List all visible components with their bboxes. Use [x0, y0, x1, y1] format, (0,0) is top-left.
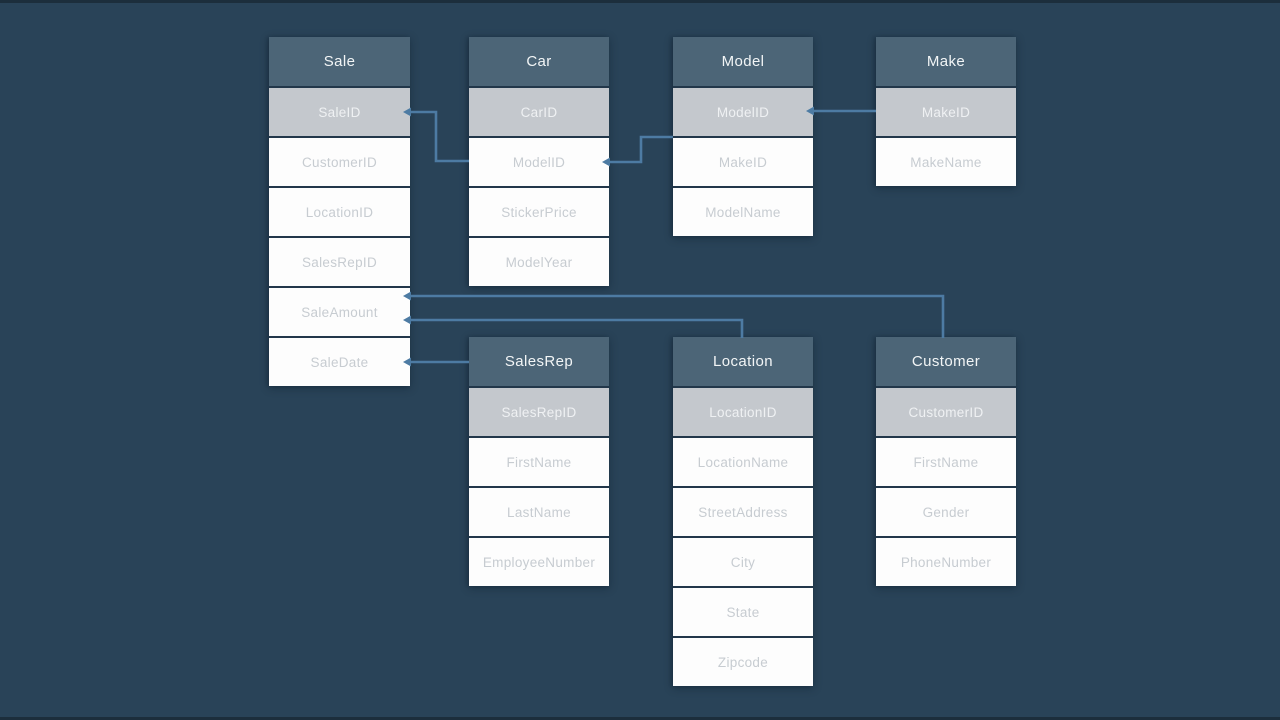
field-modelid: ModelID [469, 136, 609, 186]
field-employeenumber: EmployeeNumber [469, 536, 609, 586]
field-phonenumber: PhoneNumber [876, 536, 1016, 586]
connector-sale-customer [403, 291, 945, 338]
table-customer-title: Customer [876, 337, 1016, 386]
connector-sale-salesrep [403, 357, 469, 367]
connector-car-model [602, 135, 673, 167]
field-modelyear: ModelYear [469, 236, 609, 286]
field-makeid-pk: MakeID [876, 86, 1016, 136]
table-make: Make MakeID MakeName [876, 37, 1016, 186]
field-carid: CarID [469, 86, 609, 136]
field-customer-firstname: FirstName [876, 436, 1016, 486]
table-location: Location LocationID LocationName StreetA… [673, 337, 813, 686]
field-locationid-pk: LocationID [673, 386, 813, 436]
connector-model-make [806, 106, 876, 116]
field-salesrepid-pk: SalesRepID [469, 386, 609, 436]
field-zipcode: Zipcode [673, 636, 813, 686]
table-location-title: Location [673, 337, 813, 386]
table-car: Car CarID ModelID StickerPrice ModelYear [469, 37, 609, 286]
table-customer: Customer CustomerID FirstName Gender Pho… [876, 337, 1016, 586]
letterbox-top [0, 0, 1280, 3]
field-city: City [673, 536, 813, 586]
table-model-title: Model [673, 37, 813, 86]
connector-sale-car [403, 107, 469, 163]
field-makeid-fk: MakeID [673, 136, 813, 186]
field-locationid: LocationID [269, 186, 410, 236]
table-car-title: Car [469, 37, 609, 86]
field-saleid: SaleID [269, 86, 410, 136]
field-makename: MakeName [876, 136, 1016, 186]
field-saledate: SaleDate [269, 336, 410, 386]
table-sale-title: Sale [269, 37, 410, 86]
field-state: State [673, 586, 813, 636]
table-sale: Sale SaleID CustomerID LocationID SalesR… [269, 37, 410, 386]
letterbox-bottom [0, 717, 1280, 720]
field-gender: Gender [876, 486, 1016, 536]
field-firstname: FirstName [469, 436, 609, 486]
field-modelid-pk: ModelID [673, 86, 813, 136]
field-lastname: LastName [469, 486, 609, 536]
connector-sale-location [403, 315, 744, 338]
table-make-title: Make [876, 37, 1016, 86]
field-saleamount: SaleAmount [269, 286, 410, 336]
field-streetaddress: StreetAddress [673, 486, 813, 536]
field-customerid: CustomerID [269, 136, 410, 186]
field-salesrepid: SalesRepID [269, 236, 410, 286]
table-model: Model ModelID MakeID ModelName [673, 37, 813, 236]
table-salesrep: SalesRep SalesRepID FirstName LastName E… [469, 337, 609, 586]
field-locationname: LocationName [673, 436, 813, 486]
field-modelname: ModelName [673, 186, 813, 236]
field-customerid-pk: CustomerID [876, 386, 1016, 436]
table-salesrep-title: SalesRep [469, 337, 609, 386]
field-stickerprice: StickerPrice [469, 186, 609, 236]
